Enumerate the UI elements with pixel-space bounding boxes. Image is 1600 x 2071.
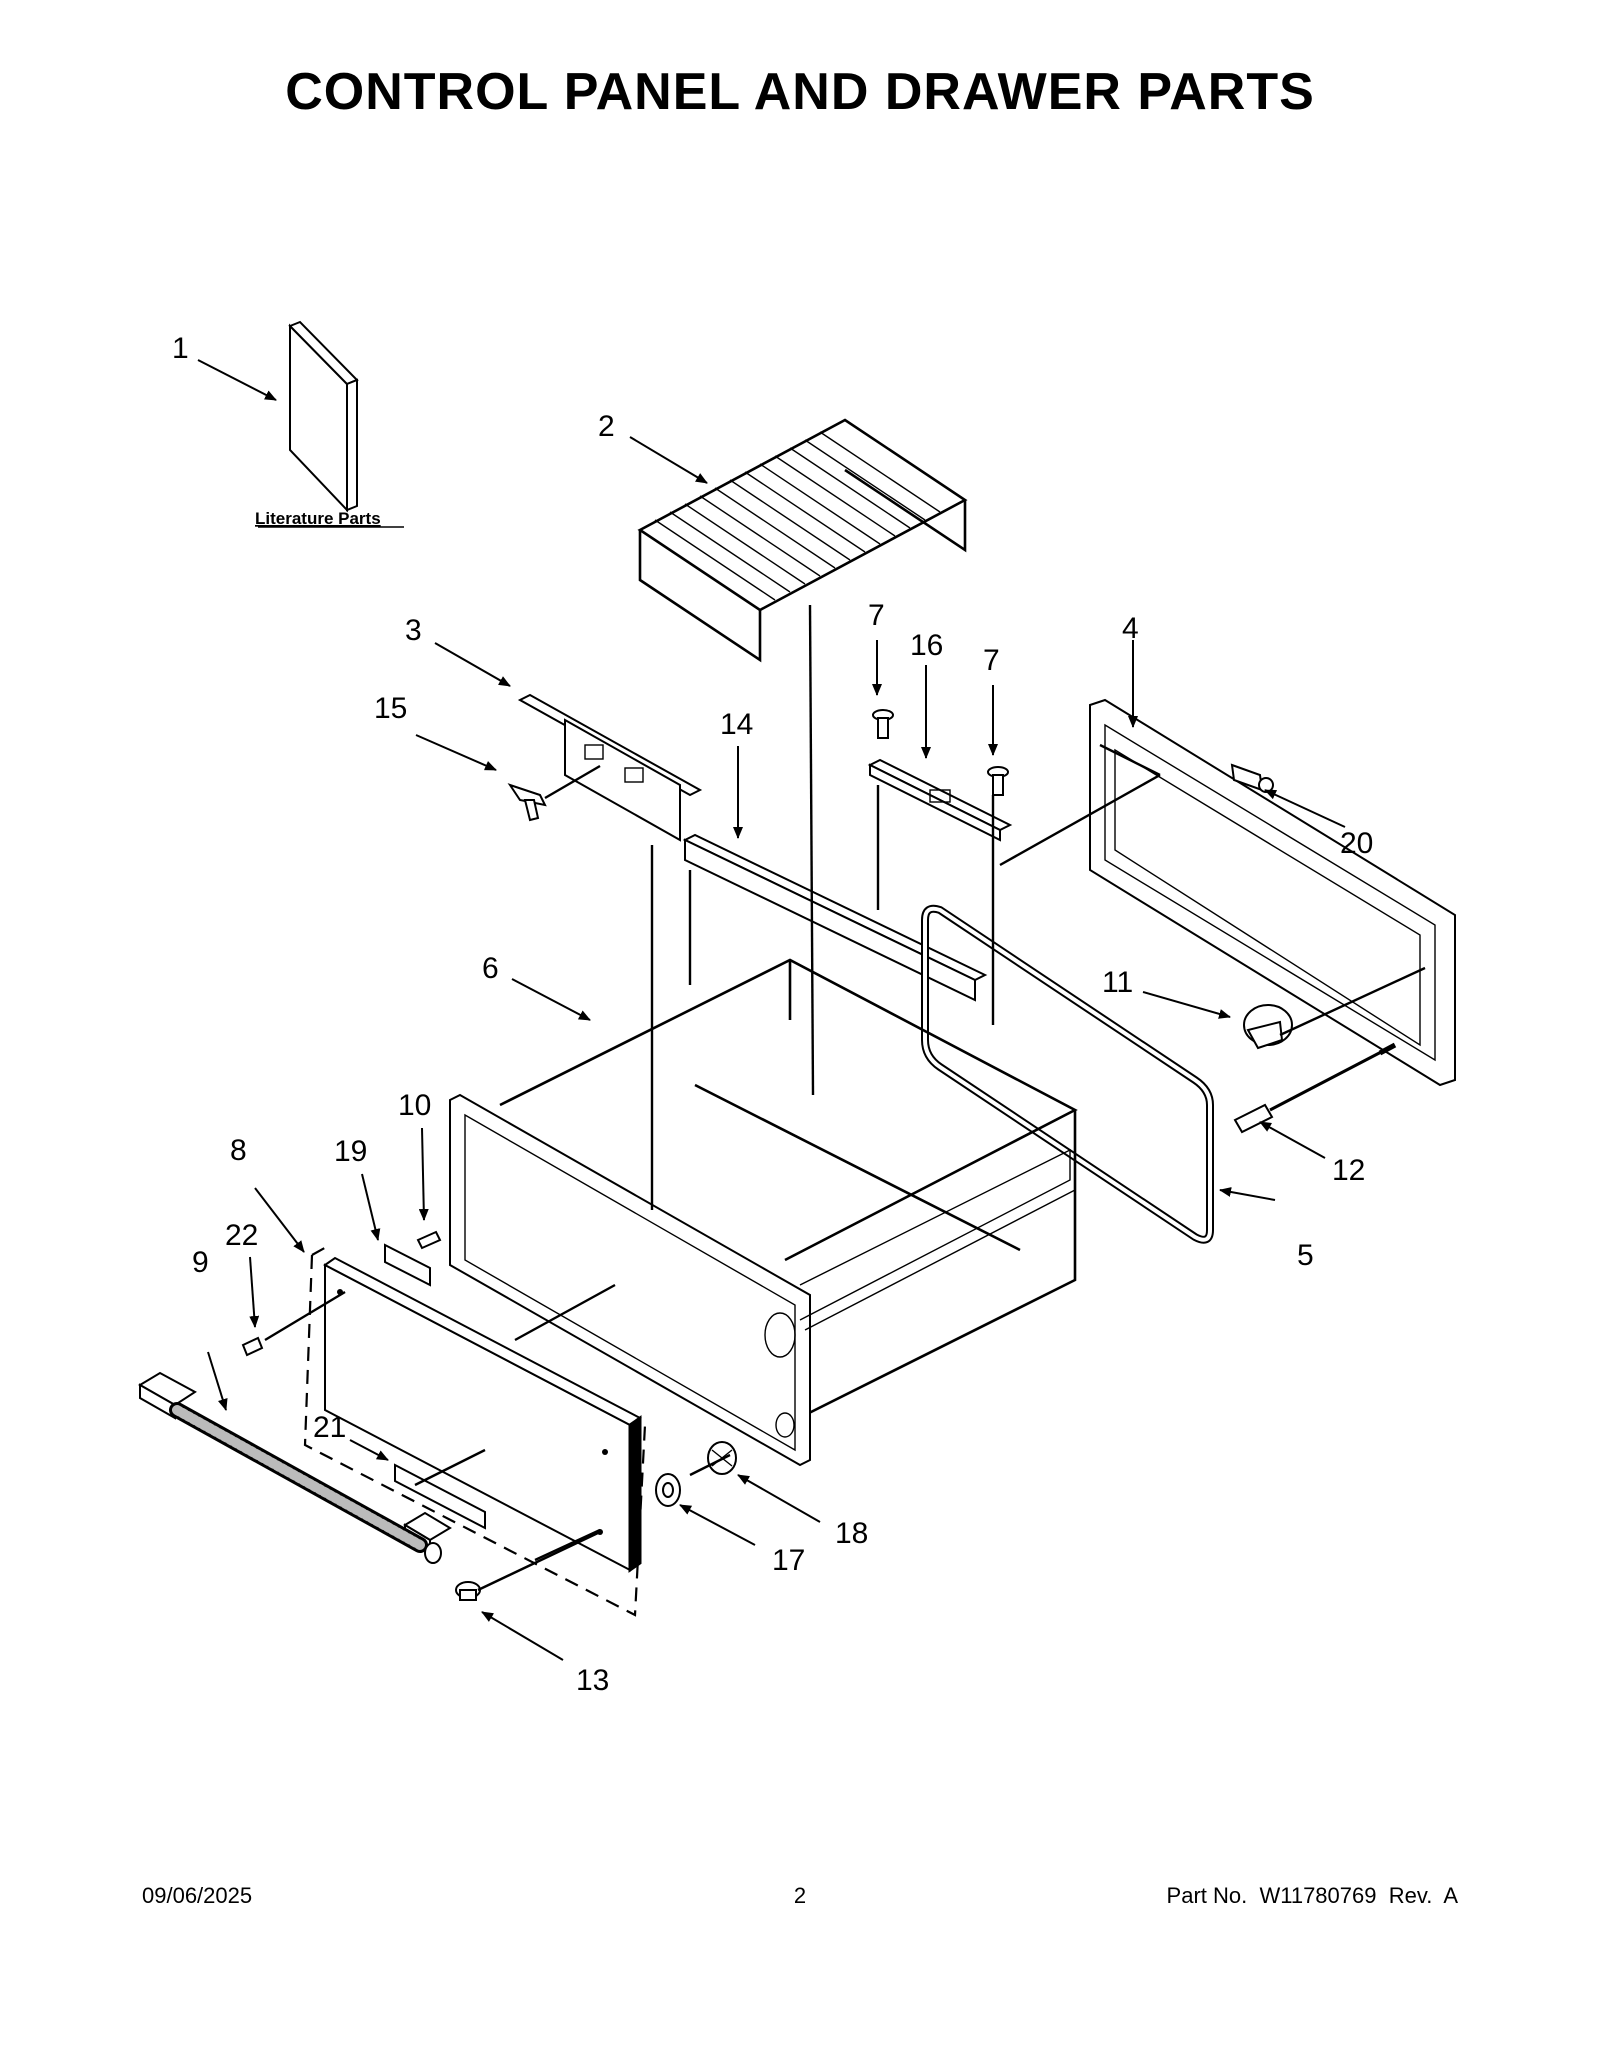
callout-20: 20 bbox=[1340, 827, 1373, 860]
callout-21: 21 bbox=[313, 1411, 346, 1444]
callout-9: 9 bbox=[192, 1246, 209, 1279]
bracket-part bbox=[517, 693, 703, 842]
callout-19: 19 bbox=[334, 1135, 367, 1168]
screw-10-part bbox=[416, 1230, 442, 1250]
callout-10: 10 bbox=[398, 1089, 431, 1122]
standoff-part bbox=[241, 1336, 264, 1357]
callout-1: 1 bbox=[172, 332, 189, 365]
callout-2: 2 bbox=[598, 410, 615, 443]
clip-part bbox=[507, 783, 547, 822]
callout-5: 5 bbox=[1297, 1239, 1314, 1272]
pad-part bbox=[384, 1243, 431, 1287]
page-title: CONTROL PANEL AND DRAWER PARTS bbox=[285, 63, 1315, 121]
footer-date: 09/06/2025 bbox=[142, 1883, 253, 1908]
handle-part bbox=[138, 1371, 452, 1564]
drawer-front-panel-part bbox=[303, 1244, 647, 1617]
callout-12: 12 bbox=[1332, 1154, 1365, 1187]
screw-part bbox=[987, 766, 1009, 796]
footer-page-number: 2 bbox=[793, 1883, 807, 1908]
callout-17: 17 bbox=[772, 1544, 805, 1577]
callout-8: 8 bbox=[230, 1134, 247, 1167]
literature-parts-booklet: Literature Parts bbox=[255, 320, 404, 528]
callout-14: 14 bbox=[720, 708, 753, 741]
callout-13: 13 bbox=[576, 1664, 609, 1697]
washer-part bbox=[655, 1473, 681, 1507]
callout-labels: 1 2 3 4 5 6 7 7 8 9 10 11 12 13 14 15 16… bbox=[172, 332, 1373, 1697]
cap-part bbox=[455, 1581, 481, 1601]
footer-part-number: Part No. W11780769 Rev. A bbox=[1166, 1883, 1458, 1908]
callout-18: 18 bbox=[835, 1517, 868, 1550]
callout-6: 6 bbox=[482, 952, 499, 985]
literature-parts-label: Literature Parts bbox=[255, 509, 381, 528]
trim-strip-part bbox=[682, 833, 988, 1002]
callout-16: 16 bbox=[910, 629, 943, 662]
screw-part bbox=[872, 709, 894, 739]
drawer-body-part bbox=[449, 958, 1078, 1467]
callout-15: 15 bbox=[374, 692, 407, 725]
callout-11: 11 bbox=[1102, 966, 1133, 999]
sensor-part bbox=[1233, 1042, 1397, 1134]
knob-part bbox=[1243, 1004, 1293, 1050]
callout-arrows bbox=[197, 359, 1346, 1661]
nameplate-part bbox=[394, 1463, 486, 1530]
rack-part bbox=[637, 418, 968, 663]
back-panel-part bbox=[1089, 698, 1456, 1087]
switch-latch-part bbox=[867, 758, 1013, 842]
callout-7b: 7 bbox=[983, 644, 1000, 677]
callout-22: 22 bbox=[225, 1219, 258, 1252]
callout-3: 3 bbox=[405, 614, 422, 647]
callout-4: 4 bbox=[1122, 612, 1139, 645]
assembly-lines bbox=[264, 604, 1426, 1592]
callout-7a: 7 bbox=[868, 599, 885, 632]
gasket-part bbox=[921, 904, 1214, 1244]
